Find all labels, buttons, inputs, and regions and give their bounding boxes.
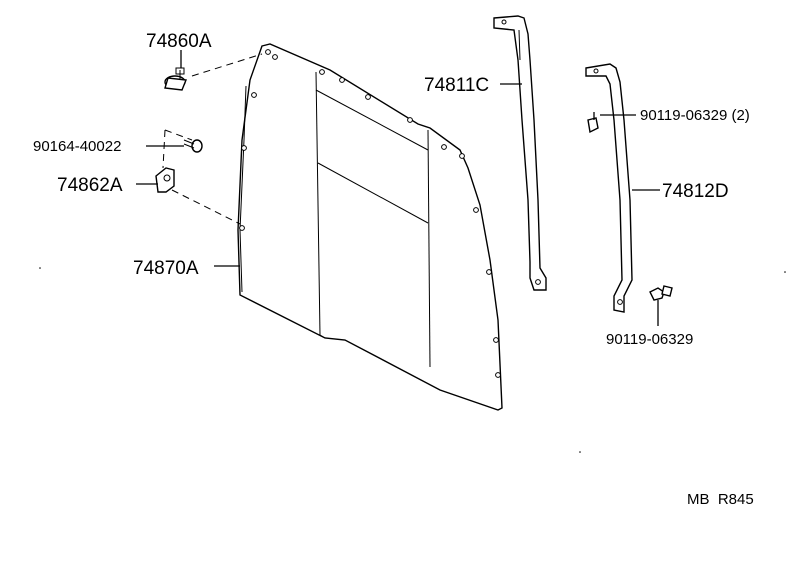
label-74811c: 74811C bbox=[424, 75, 489, 96]
diagram-code: MB R845 bbox=[687, 491, 754, 508]
label-74812d: 74812D bbox=[662, 181, 729, 202]
label-74870a: 74870A bbox=[133, 258, 199, 279]
leader-dashed-lower bbox=[171, 189, 241, 225]
stray-dot bbox=[579, 451, 581, 453]
label-74862a: 74862A bbox=[57, 175, 123, 196]
label-90164-40022: 90164-40022 bbox=[33, 138, 121, 155]
clip-74860a bbox=[164, 50, 187, 91]
retainer-74862a bbox=[155, 167, 175, 193]
label-90119-06329: 90119-06329 bbox=[606, 331, 693, 348]
leader-74860a-dashed bbox=[191, 53, 263, 77]
label-90119-06329-2: 90119-06329 (2) bbox=[640, 107, 750, 124]
leader-dashed-upper bbox=[164, 129, 193, 141]
bolt-lower bbox=[649, 285, 673, 301]
bracket-74811c bbox=[493, 15, 547, 291]
stray-dot bbox=[784, 271, 786, 273]
label-74860a: 74860A bbox=[146, 31, 212, 52]
stray-dot bbox=[39, 267, 41, 269]
leader-dashed-left bbox=[162, 129, 166, 169]
bolt-upper bbox=[587, 112, 599, 134]
screw-90164 bbox=[183, 139, 203, 153]
bracket-74812d bbox=[585, 63, 633, 313]
trim-panel bbox=[237, 43, 503, 411]
